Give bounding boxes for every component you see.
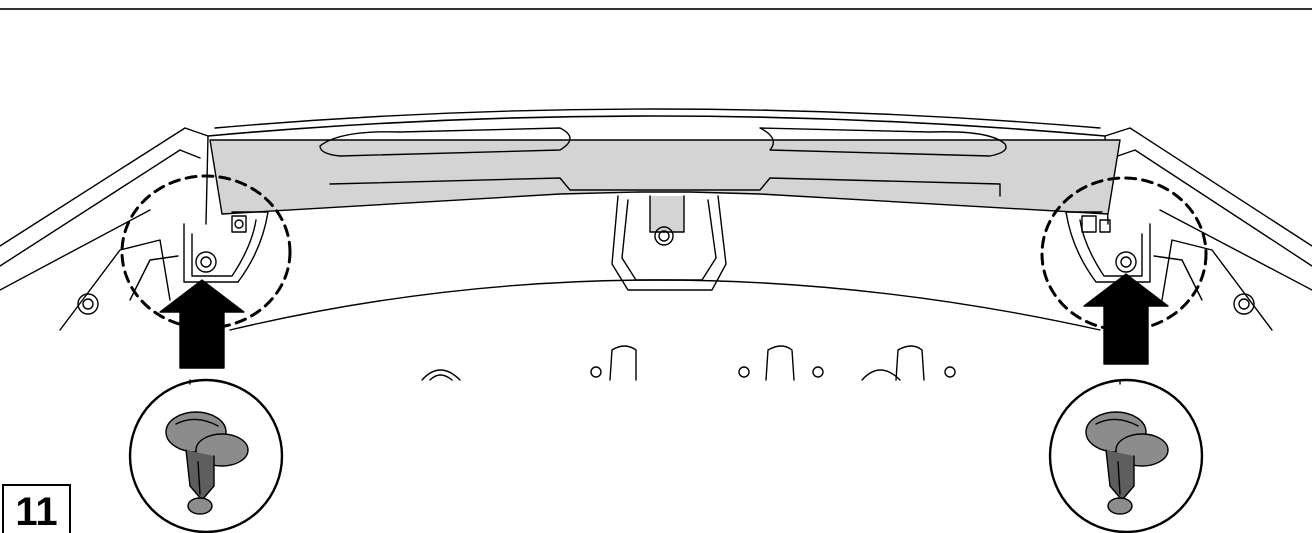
left-bracket: [59, 211, 269, 331]
right-clip-callout: [1048, 378, 1204, 533]
right-up-arrow-icon: [1083, 273, 1169, 365]
upper-panel: [209, 127, 1121, 215]
right-bracket: [1065, 211, 1273, 331]
left-push-clip-icon: [165, 411, 249, 515]
right-push-clip-icon: [1085, 411, 1169, 515]
center-mount: [611, 195, 727, 291]
left-up-arrow-icon: [159, 279, 245, 369]
step-number: 11: [2, 484, 71, 533]
left-clip-callout: [128, 378, 284, 533]
header-rule: [0, 8, 1312, 10]
